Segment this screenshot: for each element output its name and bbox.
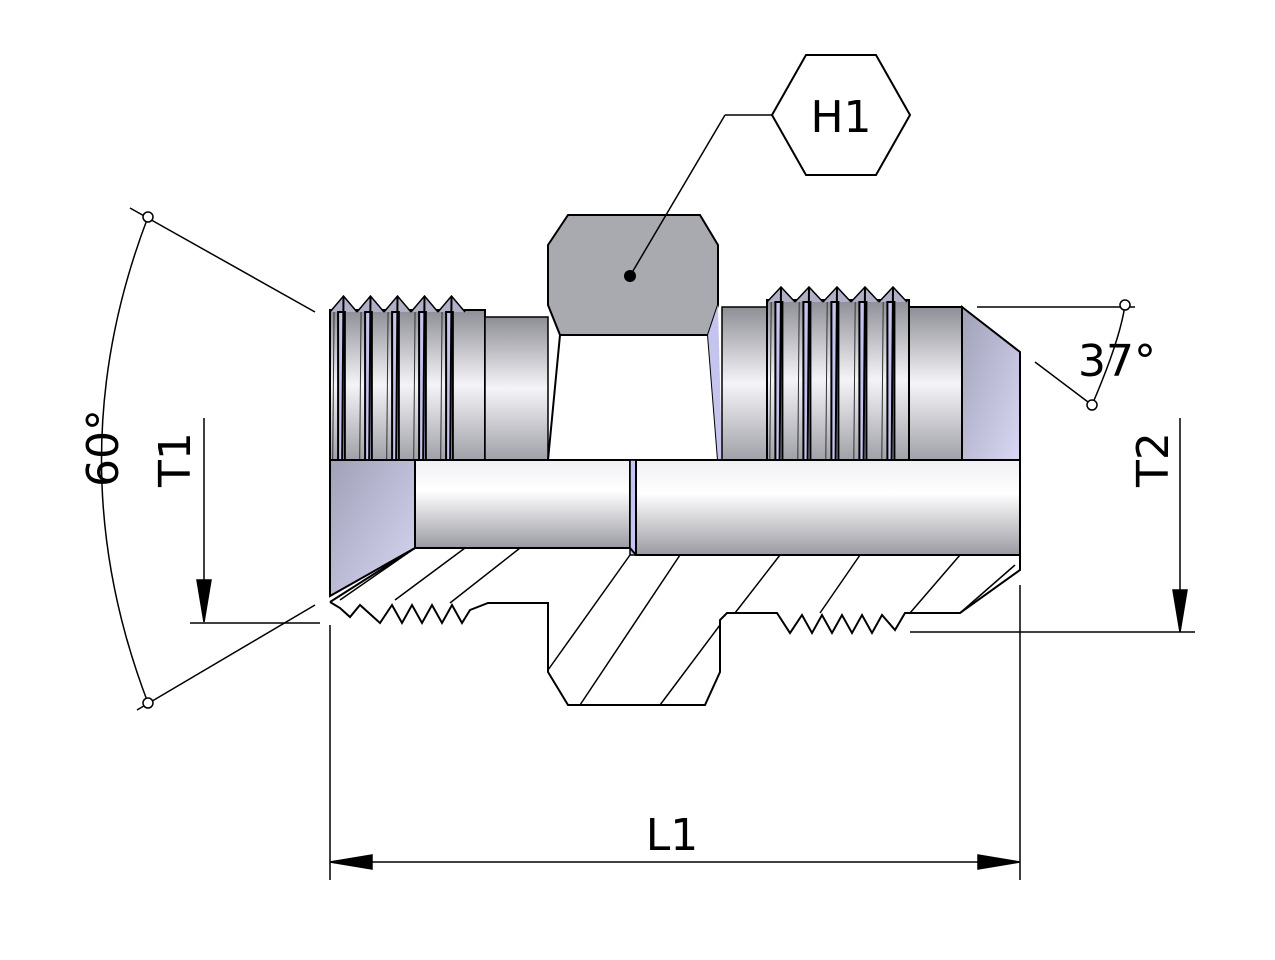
drawing-line	[368, 295, 372, 461]
drawing-line	[825, 301, 828, 461]
label-l1: L1	[646, 810, 699, 861]
drawing-line	[797, 301, 800, 461]
angle-dimension-left	[100, 207, 316, 711]
drawing-line	[547, 554, 631, 671]
label-t2: T2	[1128, 432, 1179, 488]
bore-section	[329, 459, 1021, 598]
hex-body	[546, 214, 722, 461]
label-60deg: 60°	[78, 409, 129, 487]
drawing-line	[394, 547, 466, 601]
angle-dimension-right	[977, 299, 1135, 411]
left-thread	[329, 294, 549, 461]
label-h1: H1	[810, 92, 871, 143]
drawing-line	[341, 295, 345, 461]
drawing-line	[449, 547, 521, 604]
l1-dimension	[329, 585, 1021, 880]
drawing-line	[881, 301, 884, 461]
right-thread	[721, 285, 1021, 461]
drawing-line	[834, 286, 838, 461]
drawing-line	[449, 295, 453, 461]
drawing-line	[413, 311, 416, 461]
drawing-line	[862, 286, 866, 461]
t2-dimension	[910, 418, 1195, 633]
drawing-line	[819, 554, 861, 614]
drawing-line	[659, 624, 721, 706]
t1-dimension	[190, 418, 320, 624]
drawing-line	[778, 286, 782, 461]
drawing-line	[909, 554, 961, 614]
drawing-line	[395, 295, 399, 461]
drawing-line	[440, 311, 443, 461]
drawing-line	[359, 311, 362, 461]
drawing-line	[579, 554, 681, 706]
label-37deg: 37°	[1078, 336, 1156, 387]
drawing-line	[422, 295, 426, 461]
hatched-section	[329, 547, 1021, 706]
hex-callout: H1	[629, 54, 912, 277]
hexagon-label-frame	[770, 54, 912, 176]
drawing-line	[332, 311, 335, 461]
drawing-line	[959, 564, 1016, 614]
drawing-line	[386, 311, 389, 461]
drawing-line	[339, 547, 416, 601]
drawing-line	[769, 301, 772, 461]
drawing-line	[734, 554, 781, 614]
drawing-line	[853, 301, 856, 461]
drawing-line	[890, 286, 894, 461]
drawing-line	[806, 286, 810, 461]
label-t1: T1	[150, 432, 201, 488]
